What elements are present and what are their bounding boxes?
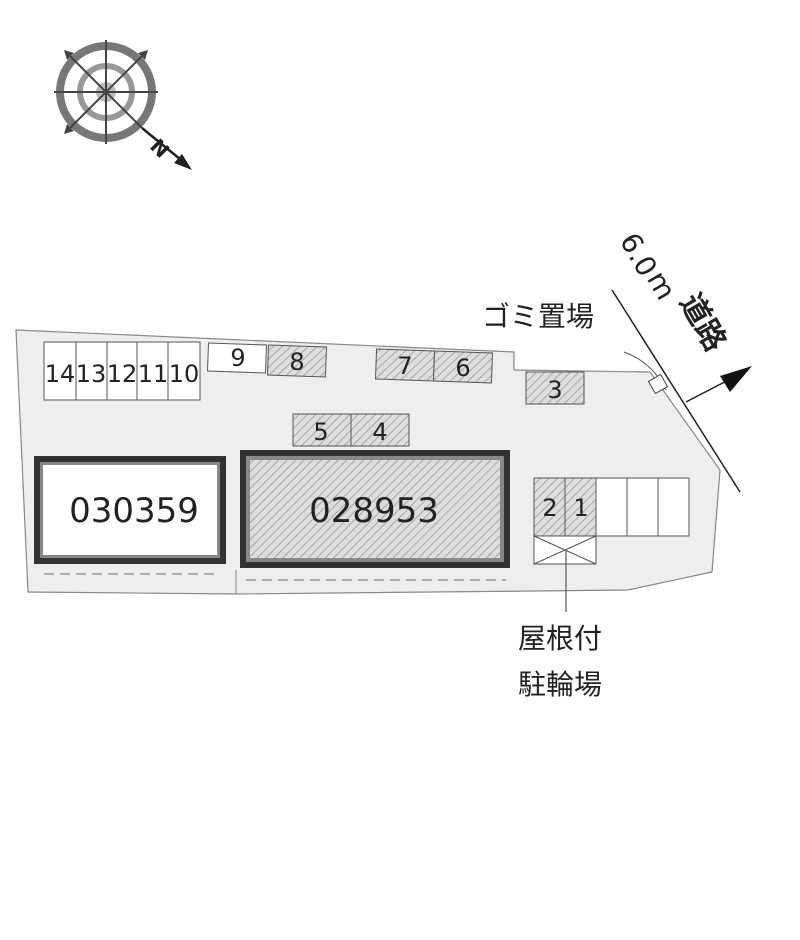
- parking-label-6: 6: [455, 354, 470, 382]
- parking-label-13: 13: [76, 360, 107, 388]
- garbage-area-label: ゴミ置場: [482, 300, 594, 333]
- parking-label-7: 7: [397, 352, 412, 380]
- parking-row-west: [43, 341, 201, 401]
- parking-label-14: 14: [45, 360, 76, 388]
- parking-label-1: 1: [573, 494, 588, 522]
- parking-space-1: [564, 477, 597, 537]
- building-028953-label: 028953: [309, 491, 439, 531]
- parking-empty-spaces: [595, 477, 690, 537]
- building-028953: [240, 450, 510, 568]
- parking-space-10: [167, 341, 201, 401]
- building-030359-label: 030359: [69, 491, 199, 531]
- building-030359: [34, 456, 226, 564]
- road-direction-arrow-icon: [720, 366, 752, 392]
- parking-space-9: [207, 342, 267, 374]
- parking-space-8: [266, 344, 328, 378]
- parking-space-6: [432, 350, 494, 384]
- parking-space-5: [292, 413, 352, 447]
- parking-space-12: [106, 341, 138, 401]
- bike-parking-label-line1: 屋根付: [518, 622, 602, 655]
- parking-label-9: 9: [230, 344, 245, 372]
- parking-label-12: 12: [107, 360, 138, 388]
- parking-label-3: 3: [547, 376, 562, 404]
- parking-label-5: 5: [313, 418, 328, 446]
- compass-rose-icon: N: [54, 40, 192, 170]
- parking-label-10: 10: [169, 360, 200, 388]
- bike-parking-label-line2: 駐輪場: [518, 668, 602, 701]
- road-name-label: 道路: [672, 288, 733, 358]
- parking-label-2: 2: [542, 494, 557, 522]
- parking-label-4: 4: [372, 418, 387, 446]
- road-post: [647, 373, 669, 395]
- bike-parking-area: [533, 535, 597, 612]
- parking-label-8: 8: [289, 348, 304, 376]
- parking-space-3: [525, 371, 585, 405]
- parking-label-11: 11: [138, 360, 169, 388]
- parking-space-2: [533, 477, 566, 537]
- parking-space-11: [136, 341, 169, 401]
- parking-space-4: [350, 413, 410, 447]
- road-edge-line: [611, 289, 741, 493]
- compass-north-label: N: [145, 134, 174, 163]
